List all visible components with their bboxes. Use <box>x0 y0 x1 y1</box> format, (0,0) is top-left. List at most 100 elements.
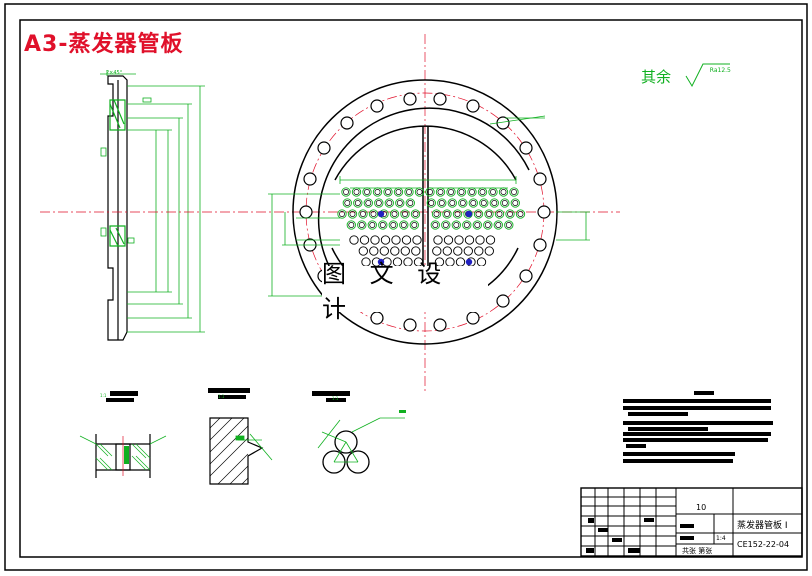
tube-hole <box>353 198 363 208</box>
tube-hole-inner <box>496 211 503 217</box>
tube-hole <box>485 235 496 245</box>
title-block-fills <box>586 518 694 553</box>
tie-rod-hole <box>465 210 473 218</box>
tech-note-line <box>623 452 735 456</box>
tube-hole <box>380 235 391 245</box>
title-block-quantity: 10 <box>696 503 707 512</box>
detail-view-1 <box>79 391 167 478</box>
tube-hole <box>432 246 442 256</box>
tech-note-line <box>623 432 771 436</box>
tube-hole <box>504 220 514 230</box>
tube-hole <box>357 220 367 230</box>
tube-hole-inner <box>427 189 433 195</box>
tube-hole-inner <box>386 200 393 206</box>
tech-note-line <box>623 421 773 425</box>
tube-hole <box>451 220 461 230</box>
detail-view-3 <box>312 391 406 474</box>
tube-hole-inner <box>442 222 449 228</box>
tube-hole-inner <box>365 200 372 206</box>
tube-hole-inner <box>512 200 519 206</box>
detail-2-scale: 1:1 <box>218 394 225 399</box>
title-block-sheet-info: 共张 第张 <box>682 547 713 555</box>
tube-hole <box>358 209 368 219</box>
roughness-symbol <box>685 63 730 88</box>
tube-hole-inner <box>339 211 345 217</box>
tube-hole <box>509 187 519 197</box>
tube-hole-inner <box>470 200 477 206</box>
tube-hole-inner <box>458 189 465 195</box>
tube-hole-inner <box>353 189 360 195</box>
tube-hole <box>472 220 482 230</box>
tube-hole <box>489 198 499 208</box>
tube-hole-inner <box>344 200 351 206</box>
sheet-border <box>4 3 808 571</box>
tube-hole <box>447 198 457 208</box>
tube-hole-inner <box>454 211 461 217</box>
tube-hole-inner <box>438 200 445 206</box>
title-block <box>580 487 803 557</box>
tube-hole <box>347 209 358 219</box>
tie-rod-hole <box>377 210 385 218</box>
tube-hole-inner <box>375 200 382 206</box>
side-view-dimensions <box>100 70 205 333</box>
tube-hole <box>464 235 475 245</box>
tube-hole <box>442 246 452 256</box>
tech-note-line <box>623 459 733 463</box>
tube-hole-inner <box>374 189 381 195</box>
tube-hole <box>388 220 398 230</box>
drawing-title: A3-蒸发器管板 <box>24 32 184 57</box>
tube-hole-inner <box>395 189 402 195</box>
tube-hole-inner <box>396 200 403 206</box>
tube-hole-inner <box>385 189 391 195</box>
tube-hole <box>378 220 388 230</box>
tube-hole-inner <box>453 222 460 228</box>
tube-hole-inner <box>433 211 440 217</box>
tube-hole-inner <box>406 189 412 195</box>
tube-hole-inner <box>469 189 475 195</box>
tube-hole <box>484 209 494 219</box>
tube-hole <box>341 187 351 197</box>
tube-hole <box>473 209 484 219</box>
tube-hole-inner <box>416 189 423 195</box>
tech-note-line <box>628 427 708 431</box>
tube-hole-inner <box>500 189 507 195</box>
tube-hole <box>412 235 422 245</box>
title-block-scale: 1:4 <box>716 535 726 542</box>
tube-hole <box>363 198 373 208</box>
tube-hole <box>426 198 436 208</box>
tube-hole <box>462 220 472 230</box>
tube-hole <box>342 198 352 208</box>
tube-hole <box>337 209 347 219</box>
tube-hole-inner <box>449 200 456 206</box>
tube-hole <box>409 220 419 230</box>
roughness-note: 其余 Ra12.5 <box>641 66 731 87</box>
tube-hole-inner <box>400 222 407 228</box>
tube-hole <box>452 209 463 219</box>
tube-hole-inner <box>459 200 466 206</box>
tube-hole <box>410 209 421 219</box>
tube-hole-inner <box>390 222 397 228</box>
tube-hole-inner <box>437 189 444 195</box>
tube-hole-inner <box>343 189 349 195</box>
tube-hole-inner <box>432 222 439 228</box>
tube-hole <box>483 220 493 230</box>
tube-hole-inner <box>505 222 512 228</box>
tube-hole <box>500 198 510 208</box>
tube-hole <box>443 235 454 245</box>
tube-hole <box>401 235 412 245</box>
title-block-part-name: 蒸发器管板 I <box>737 521 788 531</box>
tube-hole <box>384 198 394 208</box>
tube-hole <box>374 198 384 208</box>
tube-hole <box>359 235 370 245</box>
tube-hole <box>433 235 443 245</box>
tube-hole-inner <box>444 211 450 217</box>
watermark-text: 图 文 设 计 <box>322 260 488 323</box>
tube-hole <box>349 235 359 245</box>
tube-hole-inner <box>369 222 376 228</box>
tube-hole <box>463 246 473 256</box>
tube-hole-inner <box>370 211 377 217</box>
tube-hole <box>441 220 451 230</box>
roughness-label: 其余 <box>641 68 672 86</box>
tech-notes-heading <box>694 391 714 395</box>
tube-hole <box>400 209 410 219</box>
